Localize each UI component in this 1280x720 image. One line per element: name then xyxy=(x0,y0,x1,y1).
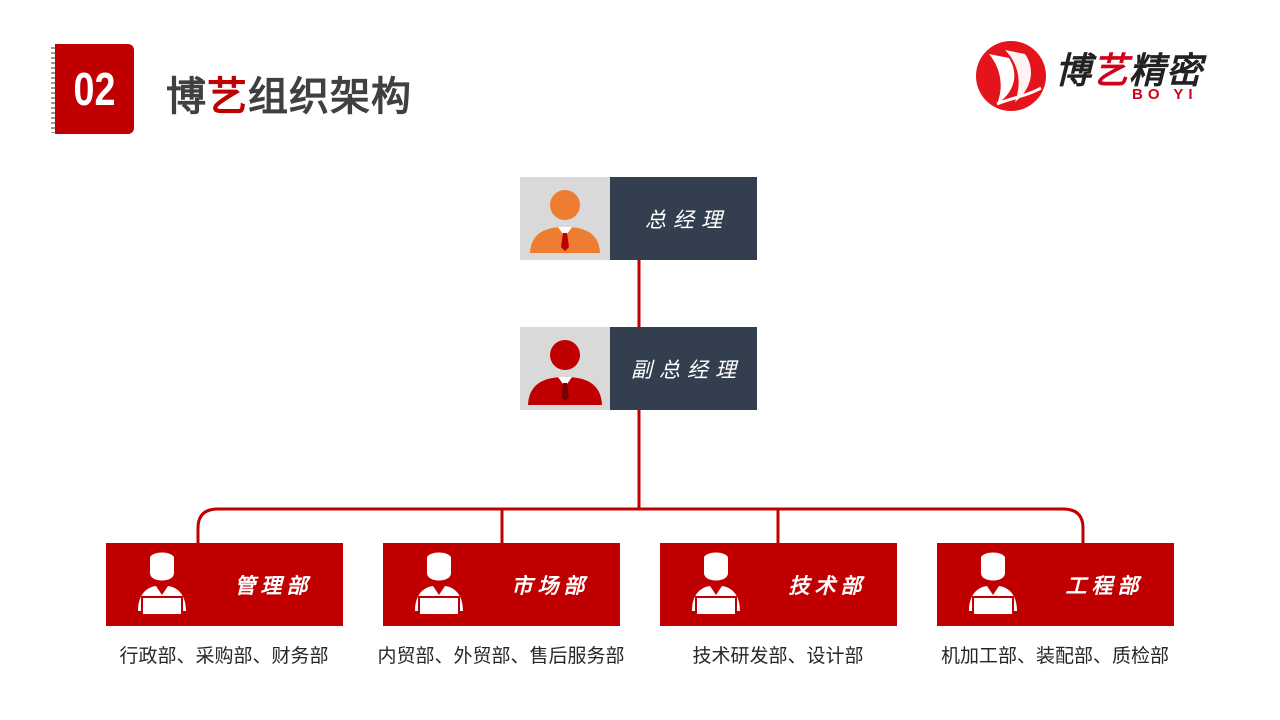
deputy-manager-label: 副总经理 xyxy=(631,357,743,382)
general-manager-avatar xyxy=(520,177,610,260)
dept-label-technology: 技术部 xyxy=(788,572,867,598)
person-laptop-icon xyxy=(138,552,186,616)
dept-label-engineering: 工程部 xyxy=(1065,572,1144,598)
section-number: 02 xyxy=(73,63,116,115)
general-manager-box: 总经理 xyxy=(520,177,757,260)
dept-desc-marketing: 内贸部、外贸部、售后服务部 xyxy=(377,645,625,667)
title-prefix: 博 xyxy=(166,74,207,120)
dept-box-management: 管理部 xyxy=(106,543,343,626)
connector-bus xyxy=(196,507,1085,543)
person-orange-icon xyxy=(530,190,600,253)
dept-box-engineering: 工程部 xyxy=(937,543,1174,626)
boyi-logo-icon xyxy=(976,41,1046,111)
logo-name-part2: 精密 xyxy=(1129,51,1204,92)
dept-label-management: 管理部 xyxy=(234,572,313,598)
general-manager-label-panel: 总经理 xyxy=(610,177,757,260)
dept-desc-management: 行政部、采购部、财务部 xyxy=(119,645,329,667)
dept-desc-technology: 技术研发部、设计部 xyxy=(692,645,864,667)
deputy-manager-box: 副总经理 xyxy=(520,327,757,410)
page-title: 博艺组织架构 xyxy=(166,64,412,122)
logo-name-part1: 博 xyxy=(1055,51,1093,92)
title-rest: 组织架构 xyxy=(248,74,412,120)
general-manager-label: 总经理 xyxy=(645,207,729,232)
logo-name: 博艺精密 xyxy=(1055,42,1203,94)
dept-box-technology: 技术部 xyxy=(660,543,897,626)
logo-subtitle: BO YI xyxy=(1132,86,1198,103)
deputy-manager-label-panel: 副总经理 xyxy=(610,327,757,410)
person-laptop-icon xyxy=(692,552,740,616)
logo-name-accent: 艺 xyxy=(1092,51,1130,92)
dept-box-marketing: 市场部 xyxy=(383,543,620,626)
section-number-badge: 02 xyxy=(55,44,134,134)
title-accent: 艺 xyxy=(207,74,248,120)
dept-desc-engineering: 机加工部、装配部、质检部 xyxy=(940,645,1169,667)
person-red-icon xyxy=(528,340,602,405)
deputy-manager-avatar xyxy=(520,327,610,410)
dept-label-marketing: 市场部 xyxy=(511,572,590,598)
person-laptop-icon xyxy=(415,552,463,616)
person-laptop-icon xyxy=(969,552,1017,616)
